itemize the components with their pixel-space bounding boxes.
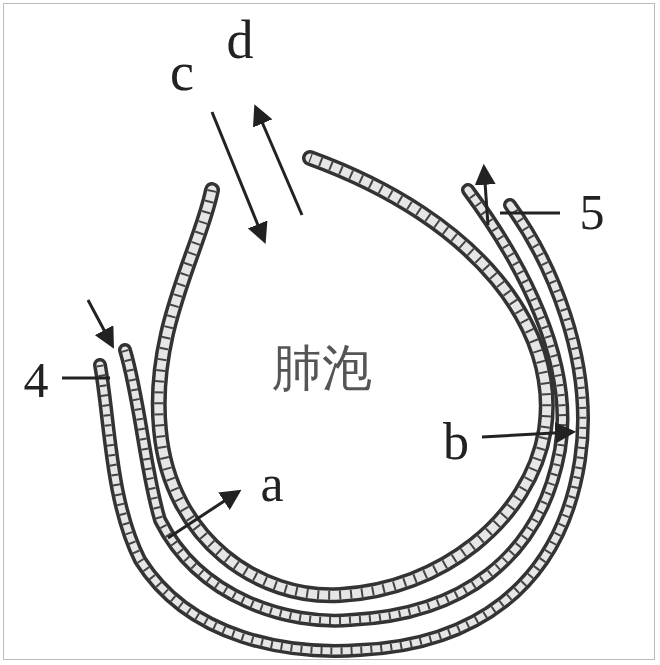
exchange-letter: b: [443, 416, 469, 468]
callout-number: 5: [580, 187, 605, 237]
alveolus-label: 肺泡: [272, 343, 372, 393]
callout-number: 4: [24, 355, 49, 405]
exchange-letter: a: [260, 458, 283, 510]
picture-frame: [3, 3, 655, 660]
flow-letter: c: [170, 45, 194, 99]
flow-letter: d: [227, 13, 254, 67]
